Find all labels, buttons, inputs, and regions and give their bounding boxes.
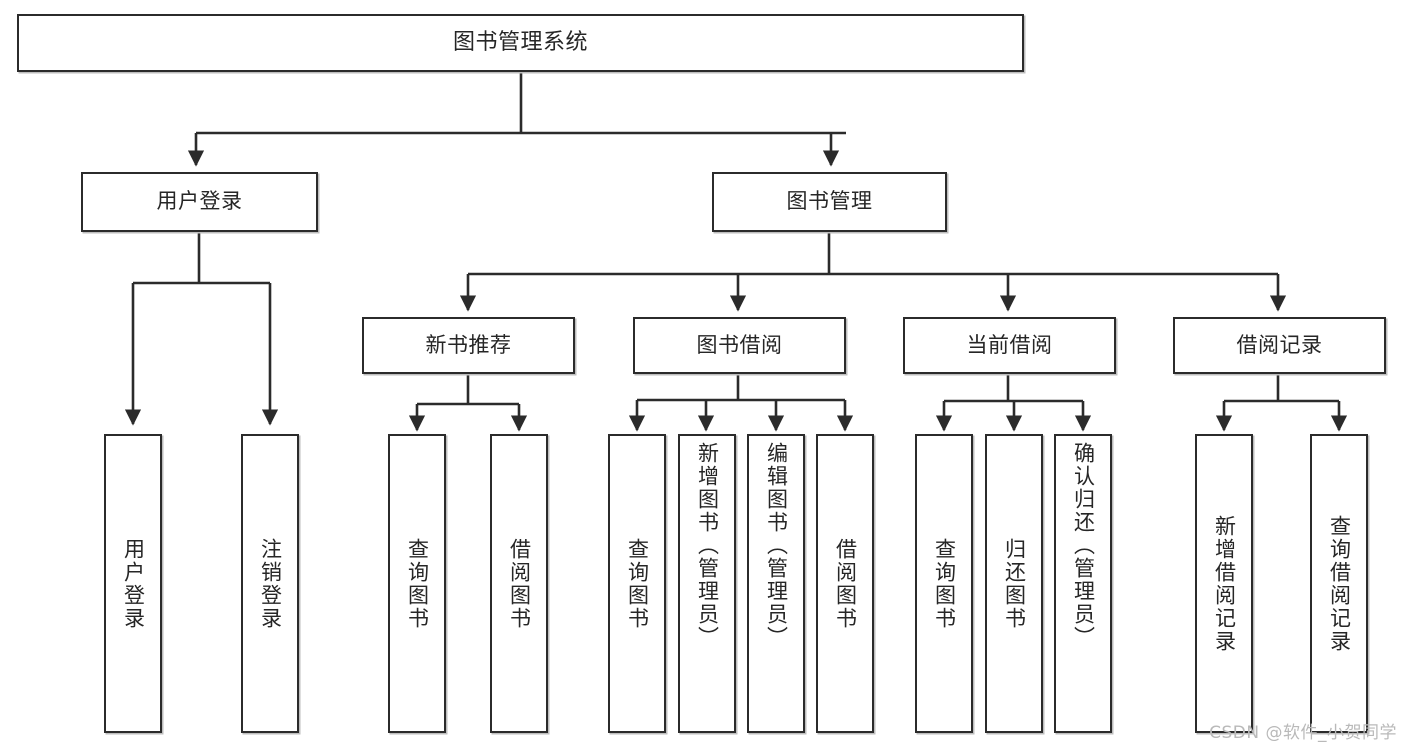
node-leaf-borrow-book-2[interactable]: 借阅图书 [816,434,874,733]
node-label: 用户登录 [156,189,243,214]
node-label: 查询借阅记录 [1327,514,1352,653]
node-label: 注销登录 [258,537,283,630]
node-label: 图书管理系统 [452,29,588,55]
node-label: 新书推荐 [425,332,512,357]
node-label: 查询图书 [932,537,957,630]
node-leaf-query-book-3[interactable]: 查询图书 [915,434,973,733]
node-leaf-query-book-2[interactable]: 查询图书 [608,434,666,733]
node-leaf-add-book[interactable]: 新增图书（管理员） [678,434,736,733]
node-current-borrow[interactable]: 当前借阅 [903,317,1116,374]
node-label: 新增图书（管理员） [695,442,720,649]
node-leaf-user-login[interactable]: 用户登录 [104,434,162,733]
node-book-borrow[interactable]: 图书借阅 [633,317,846,374]
node-leaf-confirm-return[interactable]: 确认归还（管理员） [1054,434,1112,733]
csdn-watermark: CSDN @软件_小贺同学 [1209,723,1397,743]
node-user-login[interactable]: 用户登录 [81,172,318,232]
node-label: 图书借阅 [696,332,783,357]
node-label: 当前借阅 [966,332,1053,357]
node-leaf-query-book-1[interactable]: 查询图书 [388,434,446,733]
node-leaf-query-borrow-record[interactable]: 查询借阅记录 [1310,434,1368,733]
node-leaf-return-book[interactable]: 归还图书 [985,434,1043,733]
node-label: 确认归还（管理员） [1071,442,1096,649]
node-label: 新增借阅记录 [1212,514,1237,653]
node-book-management[interactable]: 图书管理 [712,172,947,232]
node-label: 借阅图书 [507,537,532,630]
node-leaf-logout[interactable]: 注销登录 [241,434,299,733]
node-new-book-recommend[interactable]: 新书推荐 [362,317,575,374]
node-borrow-record[interactable]: 借阅记录 [1173,317,1386,374]
node-label: 借阅图书 [833,537,858,630]
node-leaf-add-borrow-record[interactable]: 新增借阅记录 [1195,434,1253,733]
node-label: 查询图书 [405,537,430,630]
node-leaf-edit-book[interactable]: 编辑图书（管理员） [747,434,805,733]
node-label: 查询图书 [625,537,650,630]
node-root-book-management-system[interactable]: 图书管理系统 [17,14,1024,72]
node-label: 图书管理 [786,189,873,214]
node-label: 归还图书 [1002,537,1027,630]
node-label: 借阅记录 [1236,332,1323,357]
node-leaf-borrow-book-1[interactable]: 借阅图书 [490,434,548,733]
node-label: 用户登录 [121,537,146,630]
node-label: 编辑图书（管理员） [764,442,789,649]
